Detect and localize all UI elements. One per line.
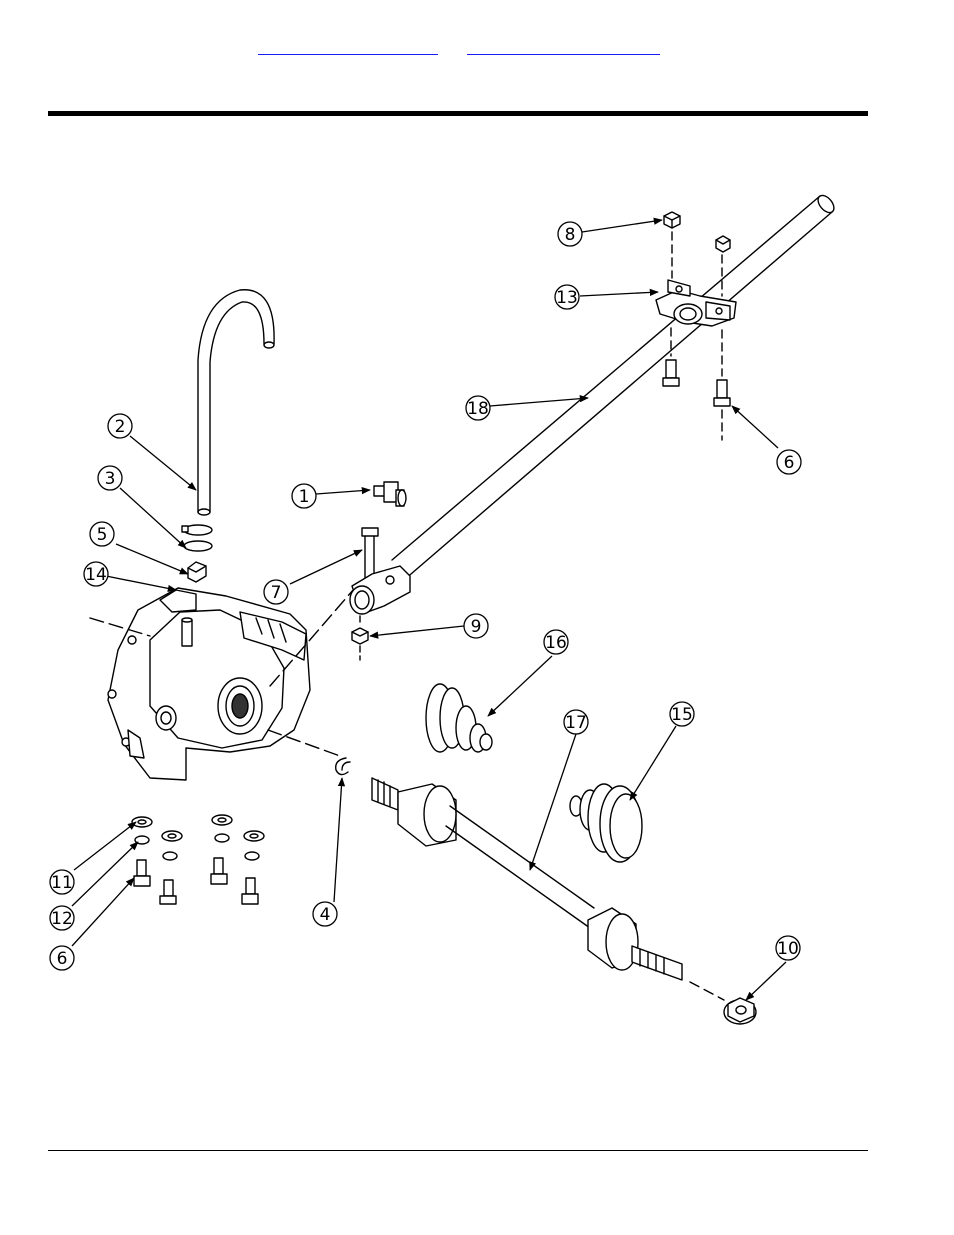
washer-set-11-12-6 bbox=[132, 815, 264, 904]
callout-number: 12 bbox=[51, 909, 73, 929]
callout-16: 16 bbox=[544, 630, 568, 654]
callout-3: 3 bbox=[98, 466, 122, 490]
callout-5: 5 bbox=[90, 522, 114, 546]
callout-number: 8 bbox=[565, 225, 576, 245]
callout-14: 14 bbox=[84, 562, 108, 586]
fitting-5 bbox=[188, 562, 206, 582]
callout-number: 9 bbox=[471, 617, 482, 637]
callout-7: 7 bbox=[264, 580, 288, 604]
callout-number: 2 bbox=[115, 417, 126, 437]
hose-clamp-3 bbox=[182, 525, 212, 551]
callout-number: 11 bbox=[51, 873, 73, 893]
callout-10: 10 bbox=[776, 936, 800, 960]
bolt-6-upper bbox=[663, 360, 679, 386]
callout-18: 18 bbox=[466, 396, 490, 420]
callout-number: 4 bbox=[320, 905, 331, 925]
callout-11: 11 bbox=[50, 870, 74, 894]
callout-17: 17 bbox=[564, 710, 588, 734]
callout-4: 4 bbox=[313, 902, 337, 926]
callout-number: 5 bbox=[97, 525, 108, 545]
nut-8 bbox=[664, 212, 680, 228]
callout-number: 6 bbox=[57, 949, 68, 969]
callout-8: 8 bbox=[558, 222, 582, 246]
nut-9 bbox=[352, 628, 368, 644]
u-joint-yoke bbox=[350, 566, 410, 614]
cross-coupler-1 bbox=[374, 482, 406, 506]
footer-rule bbox=[48, 1150, 868, 1151]
callout-9: 9 bbox=[464, 614, 488, 638]
shaft-18 bbox=[392, 192, 837, 580]
callout-6: 6 bbox=[777, 450, 801, 474]
callout-15: 15 bbox=[670, 702, 694, 726]
callout-number: 14 bbox=[85, 565, 107, 585]
gearbox-housing bbox=[108, 588, 310, 780]
callout-number: 15 bbox=[671, 705, 693, 725]
callout-number: 10 bbox=[777, 939, 799, 959]
callout-6: 6 bbox=[50, 946, 74, 970]
callout-1: 1 bbox=[292, 484, 316, 508]
callout-number: 13 bbox=[556, 288, 578, 308]
breather-hose-2 bbox=[198, 290, 274, 515]
callout-number: 18 bbox=[467, 399, 489, 419]
bearing-housing-13 bbox=[656, 280, 736, 326]
callout-12: 12 bbox=[50, 906, 74, 930]
seal-15 bbox=[570, 784, 642, 862]
callout-number: 6 bbox=[784, 453, 795, 473]
callout-number: 7 bbox=[271, 583, 282, 603]
flange-nut-10 bbox=[724, 998, 756, 1024]
callout-number: 17 bbox=[565, 713, 587, 733]
bolt-6-right bbox=[714, 380, 730, 406]
seal-16 bbox=[426, 684, 492, 752]
callout-number: 16 bbox=[545, 633, 567, 653]
callout-number: 1 bbox=[299, 487, 310, 507]
callout-2: 2 bbox=[108, 414, 132, 438]
nut-8b bbox=[716, 236, 730, 252]
callout-number: 3 bbox=[105, 469, 116, 489]
callout-13: 13 bbox=[555, 285, 579, 309]
snap-ring-4 bbox=[336, 758, 350, 775]
